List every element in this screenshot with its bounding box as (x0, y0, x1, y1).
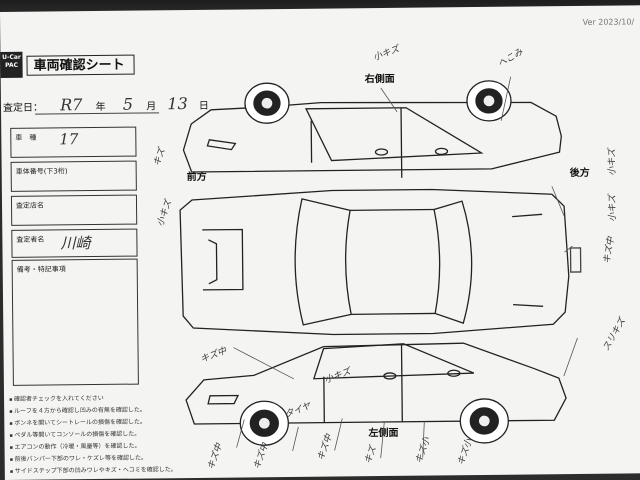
body-number-label: 車体番号(下3桁) (15, 167, 68, 176)
assessor-field: 査定者名 川崎 (11, 228, 138, 258)
inspection-sheet: Ver 2023/10/ U-Car PAC 車両確認シート 査定日： R7 年… (0, 5, 640, 480)
store-label: 査定店名 (15, 201, 45, 210)
right-side-car (182, 80, 562, 178)
notes-field: 備考・特記事項 (11, 258, 139, 386)
handwritten-note: 小キズ (607, 194, 619, 222)
left-side-car (185, 342, 567, 446)
store-field: 査定店名 (10, 194, 138, 226)
handwritten-note: スリキズ (601, 316, 628, 353)
notes-label: 備考・特記事項 (16, 265, 66, 274)
body-number-field: 車体番号(下3桁) (10, 160, 137, 192)
assessor-value: 川崎 (60, 234, 91, 253)
date-underline (35, 112, 160, 115)
checklist: 確認者チェックを入れてください ルーフを４方から確認し凹みの有無を確認した。 ボ… (9, 392, 177, 478)
car-type-label: 車 種 (15, 133, 37, 142)
handwritten-note: 小キズ (607, 148, 618, 176)
car-type-value: 17 (59, 130, 79, 149)
date-label: 査定日： (2, 102, 44, 114)
handwritten-note: キズ (152, 147, 168, 168)
date-year-value: R7 (60, 95, 83, 115)
version-label: Ver 2023/10/ (582, 17, 635, 27)
annotation-lines (233, 76, 578, 459)
date-month-label: 月 (146, 101, 157, 113)
checklist-item: サイドステップ下部の凹みワレやキズ・ヘコミを確認した。 (10, 464, 177, 478)
car-type-field: 車 種 17 (10, 126, 137, 158)
assessor-label: 査定者名 (16, 235, 45, 244)
sheet-title: 車両確認シート (26, 54, 135, 76)
top-view-car (179, 188, 582, 336)
handwritten-note: へこみ (496, 47, 525, 70)
car-diagram (179, 76, 582, 459)
date-month-value: 5 (122, 94, 134, 114)
handwritten-note: 小キズ (155, 198, 175, 228)
company-logo: U-Car PAC (0, 51, 23, 78)
handwritten-note: キズ中 (602, 236, 617, 265)
handwritten-note: 小キズ (372, 44, 401, 64)
date-year-label: 年 (95, 101, 106, 114)
